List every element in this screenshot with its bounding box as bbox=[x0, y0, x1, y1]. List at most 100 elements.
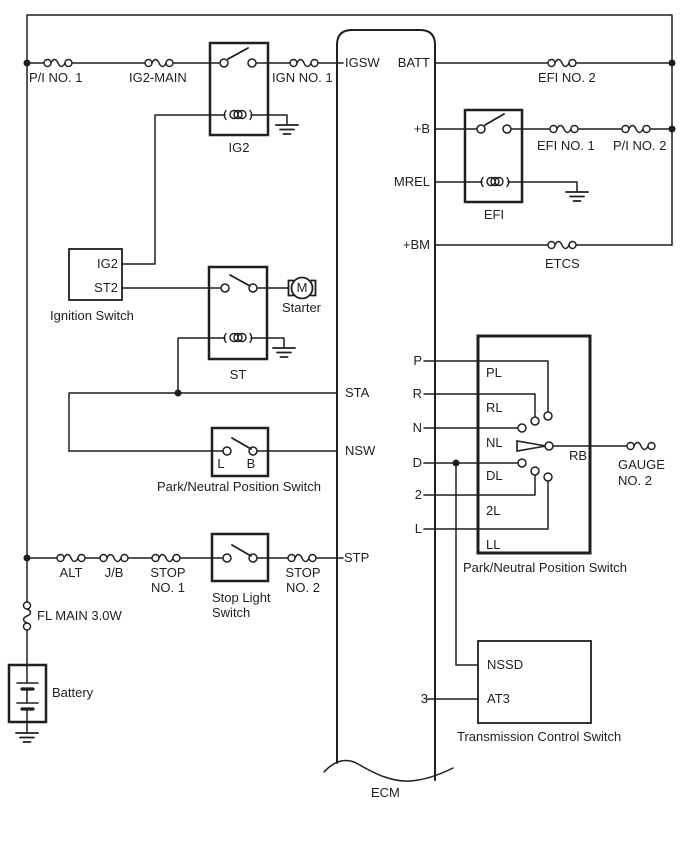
ignition-terminal-ig2: IG2 bbox=[97, 256, 118, 271]
fuse-label-pi-no1: P/I NO. 1 bbox=[29, 70, 83, 85]
nsw-terminal-l: L bbox=[217, 456, 225, 471]
fuse-label-stop-no2-line1: STOP bbox=[285, 565, 321, 580]
wire-mrel-row bbox=[434, 181, 578, 192]
fuse-jb-icon bbox=[99, 553, 129, 563]
efi-ground-icon bbox=[565, 191, 589, 202]
ig2-relay-contact-icon bbox=[219, 47, 257, 68]
fuse-pi-no2-icon bbox=[621, 124, 651, 134]
ecm-torn-edge bbox=[323, 759, 454, 782]
starter-label: Starter bbox=[282, 300, 322, 315]
fuse-stop-no2-icon bbox=[287, 553, 317, 563]
fuse-efi-no1-icon bbox=[549, 124, 579, 134]
ecm-terminal-batt: BATT bbox=[397, 55, 430, 70]
ecm-terminal-stp: STP bbox=[344, 550, 370, 565]
ecm-terminal-igsw: IGSW bbox=[345, 55, 380, 70]
pnp-row-rl: RL bbox=[486, 400, 503, 415]
fuse-ig2-main-icon bbox=[144, 58, 174, 68]
fuse-label-ign-no1: IGN NO. 1 bbox=[272, 70, 333, 85]
tcs-box bbox=[477, 640, 592, 724]
fuse-alt-icon bbox=[56, 553, 86, 563]
tcs-terminal-nssd: NSSD bbox=[487, 657, 524, 672]
ecm-terminal-3: 3 bbox=[420, 691, 428, 706]
pnp-row-nl: NL bbox=[486, 435, 503, 450]
starter-motor-letter: M bbox=[296, 280, 308, 295]
nsw-switch-box bbox=[210, 426, 270, 478]
ecm-terminal-2: 2 bbox=[414, 487, 422, 502]
ecm-terminal-plus-bm: +BM bbox=[402, 237, 430, 252]
ecm-label: ECM bbox=[371, 785, 400, 800]
fuse-label-jb: J/B bbox=[104, 565, 124, 580]
fuse-ign-no1-icon bbox=[289, 58, 319, 68]
ecm-outline bbox=[336, 29, 436, 781]
ignition-terminal-st2: ST2 bbox=[94, 280, 118, 295]
fusible-link-label: FL MAIN 3.0W bbox=[37, 608, 122, 623]
fuse-label-stop-no1-line2: NO. 1 bbox=[151, 580, 185, 595]
pnp-switch-box bbox=[476, 334, 592, 555]
relay-label-st: ST bbox=[229, 367, 247, 382]
ecm-terminal-nsw: NSW bbox=[345, 443, 376, 458]
fuse-label-efi-no2: EFI NO. 2 bbox=[538, 70, 596, 85]
ignition-switch-label: Ignition Switch bbox=[50, 308, 134, 323]
pnp-row-dl: DL bbox=[486, 468, 503, 483]
ecm-terminal-l: L bbox=[414, 521, 422, 536]
fuse-label-pi-no2: P/I NO. 2 bbox=[613, 138, 667, 153]
pnp-switch-label: Park/Neutral Position Switch bbox=[463, 560, 628, 575]
efi-relay-box bbox=[463, 108, 524, 204]
tcs-label: Transmission Control Switch bbox=[457, 729, 622, 744]
nsw-switch-label: Park/Neutral Position Switch bbox=[157, 479, 322, 494]
ecm-terminal-sta: STA bbox=[345, 385, 370, 400]
relay-label-ig2: IG2 bbox=[228, 140, 250, 155]
st-relay-coil-icon bbox=[223, 332, 253, 344]
fuse-gauge-no2-icon bbox=[626, 441, 656, 451]
ecm-terminal-plus-b: +B bbox=[413, 121, 430, 136]
ig2-relay-coil-icon bbox=[223, 109, 253, 121]
wire-ig2-relay bbox=[121, 114, 288, 265]
fuse-label-ig2-main: IG2-MAIN bbox=[129, 70, 187, 85]
fuse-label-efi-no1: EFI NO. 1 bbox=[537, 138, 595, 153]
ignition-switch-box bbox=[68, 248, 123, 301]
wire-gear-positions bbox=[423, 360, 628, 700]
nsw-terminal-b: B bbox=[246, 456, 256, 471]
stop-light-switch-label-line2: Switch bbox=[212, 605, 251, 620]
fuse-etcs-icon bbox=[547, 240, 577, 250]
nsw-switch-contact-icon bbox=[222, 437, 258, 456]
junction-dots bbox=[23, 59, 676, 562]
battery-ground-icon bbox=[15, 732, 39, 743]
fuse-label-stop-no2-line2: NO. 2 bbox=[286, 580, 320, 595]
power-rails bbox=[26, 14, 673, 734]
fusible-link-fl-main-icon bbox=[22, 601, 32, 631]
st-relay-box bbox=[207, 265, 269, 361]
pnp-terminal-rb: RB bbox=[568, 448, 587, 463]
fuse-label-stop-no1-line1: STOP bbox=[150, 565, 186, 580]
tcs-terminal-at3: AT3 bbox=[487, 691, 510, 706]
ecm-terminal-r: R bbox=[412, 386, 422, 401]
pnp-row-ll: LL bbox=[486, 537, 501, 552]
fuse-efi-no2-icon bbox=[547, 58, 577, 68]
st-ground-icon bbox=[272, 347, 296, 358]
efi-relay-contact-icon bbox=[476, 113, 512, 134]
relay-label-efi: EFI bbox=[483, 207, 505, 222]
fuse-label-gauge-line2: NO. 2 bbox=[618, 473, 652, 488]
pnp-row-2l: 2L bbox=[486, 503, 501, 518]
pnp-row-pl: PL bbox=[486, 365, 502, 380]
stop-light-switch-contact-icon bbox=[222, 544, 258, 563]
fuse-label-etcs: ETCS bbox=[545, 256, 580, 271]
wire-sta-row bbox=[68, 392, 338, 452]
ecm-terminal-mrel: MREL bbox=[393, 174, 430, 189]
ecm-terminal-p: P bbox=[413, 353, 422, 368]
battery-label: Battery bbox=[52, 685, 94, 700]
ecm-terminal-n: N bbox=[412, 420, 422, 435]
ecm-terminal-d: D bbox=[412, 455, 422, 470]
wire-st-coil bbox=[177, 337, 285, 394]
fuse-stop-no1-icon bbox=[151, 553, 181, 563]
fuse-pi-no1-icon bbox=[43, 58, 73, 68]
st-relay-contact-icon bbox=[220, 274, 258, 293]
pnp-rotary-contacts-icon bbox=[516, 411, 554, 482]
starter-motor-icon bbox=[287, 276, 317, 300]
stop-light-switch-label-line1: Stop Light bbox=[212, 590, 271, 605]
ig2-relay-box bbox=[208, 41, 270, 137]
ig2-ground-icon bbox=[275, 124, 299, 135]
fuse-label-gauge-line1: GAUGE bbox=[618, 457, 665, 472]
